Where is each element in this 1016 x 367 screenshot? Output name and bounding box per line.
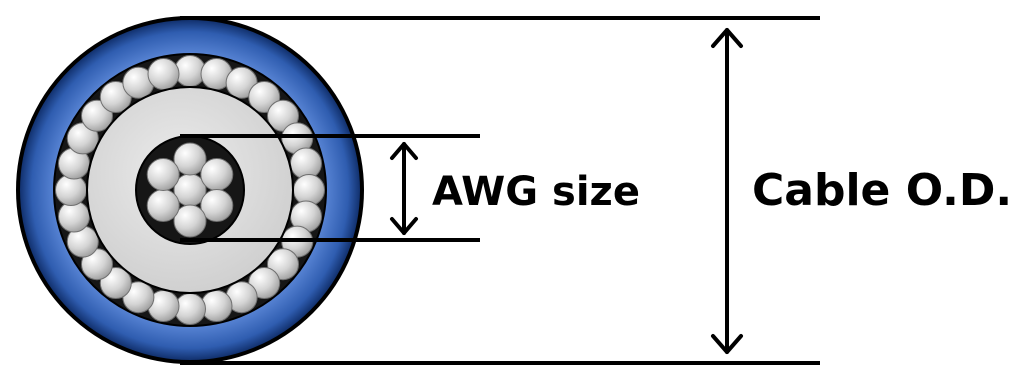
cable-cross-section <box>16 16 364 364</box>
conductor-strands <box>146 142 234 238</box>
shield-strands <box>55 55 325 325</box>
conductor-strand <box>200 189 234 222</box>
conductor-strand <box>173 204 207 238</box>
conductor-strand <box>200 158 234 191</box>
shield-strand <box>147 58 180 90</box>
awg-dimension-arrow <box>390 142 418 235</box>
conductor-strand <box>146 158 180 191</box>
od-dimension-arrow <box>711 28 743 354</box>
conductor-strand <box>146 189 180 222</box>
conductor-strand <box>173 142 207 176</box>
cable-od-label: Cable O.D. <box>752 165 1012 216</box>
awg-size-label: AWG size <box>432 169 640 215</box>
